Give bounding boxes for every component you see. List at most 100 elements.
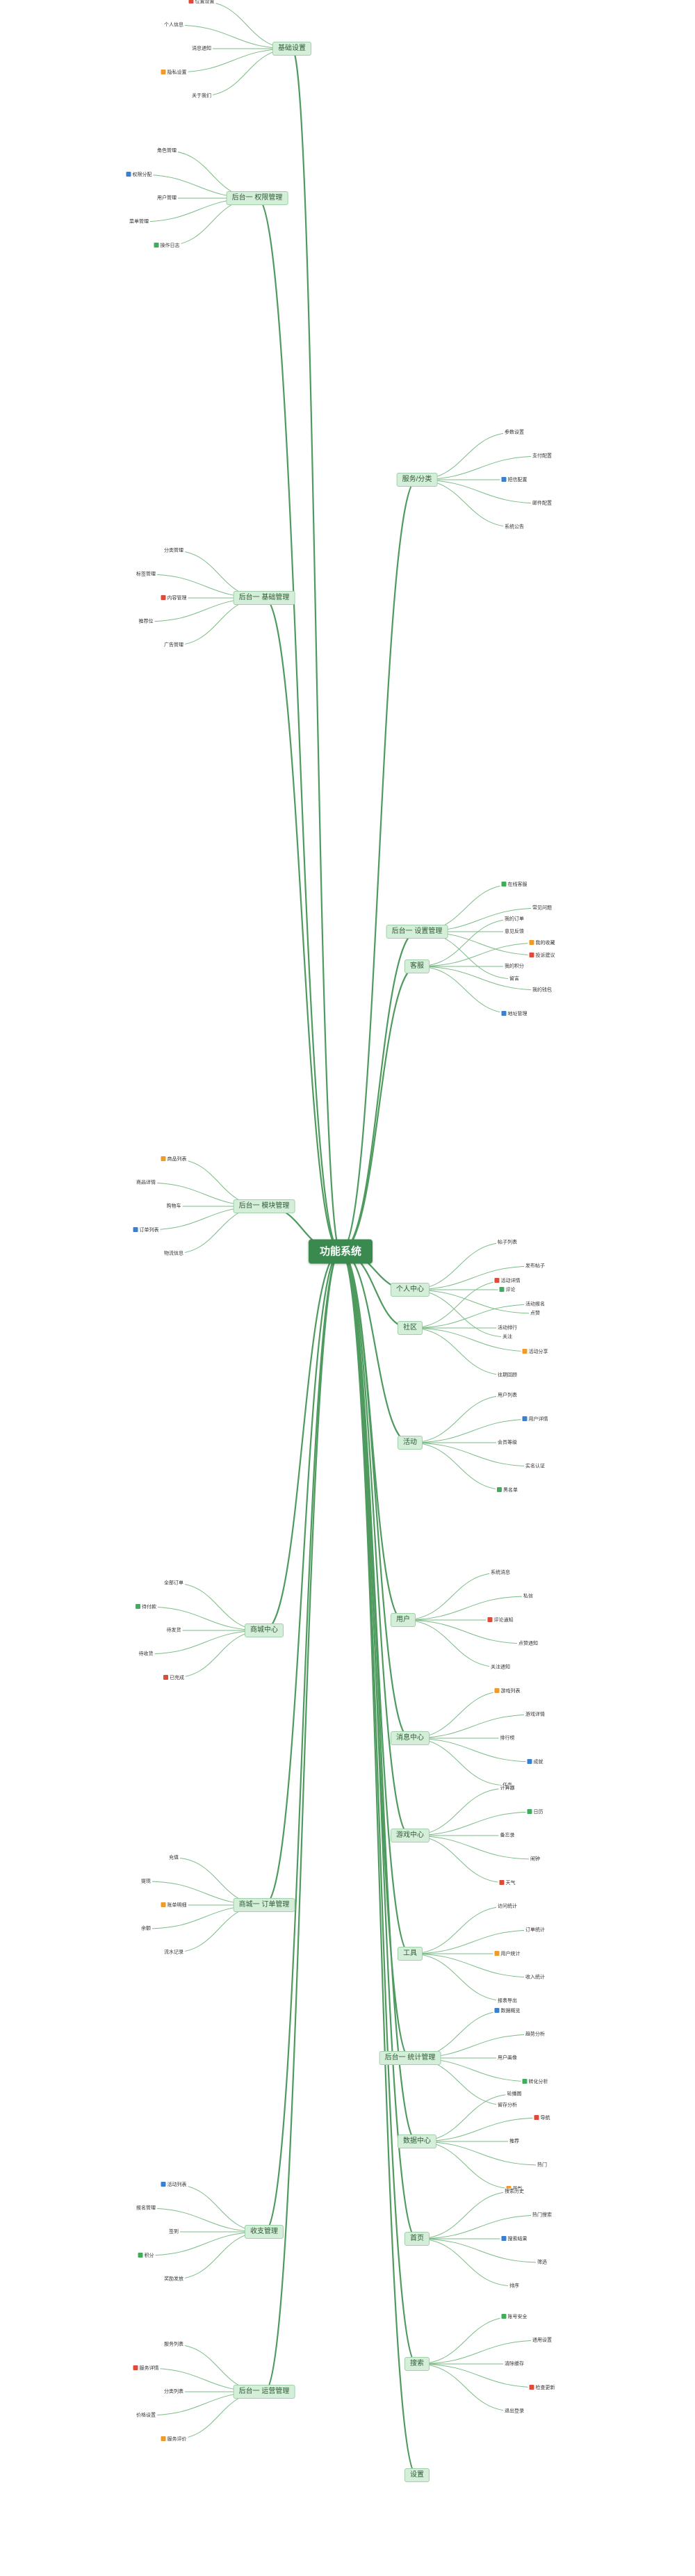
branch-node[interactable]: 后台一 运营管理	[233, 2385, 295, 2399]
leaf-node[interactable]: 导航	[532, 2114, 552, 2121]
branch-node[interactable]: 后台一 设置管理	[386, 925, 448, 939]
branch-node[interactable]: 后台一 基础管理	[233, 591, 295, 605]
leaf-node[interactable]: 待付款	[134, 1603, 158, 1610]
leaf-node[interactable]: 购物车	[165, 1203, 183, 1210]
branch-node[interactable]: 搜索	[404, 2357, 430, 2371]
leaf-node[interactable]: 转化分析	[521, 2078, 550, 2085]
leaf-node[interactable]: 已完成	[162, 1674, 186, 1681]
leaf-node[interactable]: 投诉建议	[528, 952, 557, 959]
leaf-node[interactable]: 留言	[508, 975, 521, 982]
leaf-node[interactable]: 数据概览	[493, 2007, 522, 2014]
leaf-node[interactable]: 热门搜索	[531, 2212, 553, 2219]
leaf-node[interactable]: 用户统计	[493, 1950, 522, 1957]
root-node[interactable]: 功能系统	[308, 1239, 373, 1264]
leaf-node[interactable]: 菜单管理	[128, 218, 150, 225]
leaf-node[interactable]: 用户详情	[521, 1416, 550, 1423]
branch-node[interactable]: 服务/分类	[396, 473, 438, 487]
leaf-node[interactable]: 位置设置	[187, 0, 216, 5]
leaf-node[interactable]: 签到	[167, 2228, 180, 2235]
leaf-node[interactable]: 清除缓存	[503, 2360, 525, 2367]
leaf-node[interactable]: 隐私设置	[159, 69, 188, 76]
leaf-node[interactable]: 筛选	[536, 2259, 548, 2266]
leaf-node[interactable]: 待收货	[137, 1651, 155, 1658]
branch-node[interactable]: 客服	[404, 959, 430, 973]
branch-node[interactable]: 后台一 模块管理	[233, 1199, 295, 1213]
branch-node[interactable]: 商城中心	[245, 1623, 284, 1637]
leaf-node[interactable]: 推荐	[508, 2138, 521, 2145]
leaf-node[interactable]: 系统公告	[503, 524, 525, 530]
branch-node[interactable]: 用户	[391, 1613, 416, 1627]
leaf-node[interactable]: 游戏列表	[493, 1687, 522, 1694]
leaf-node[interactable]: 实名认证	[524, 1463, 546, 1470]
leaf-node[interactable]: 排行榜	[498, 1735, 516, 1742]
leaf-node[interactable]: 参数设置	[503, 429, 525, 436]
leaf-node[interactable]: 热门	[536, 2162, 548, 2169]
leaf-node[interactable]: 提现	[140, 1878, 152, 1885]
leaf-node[interactable]: 关注	[501, 1334, 514, 1340]
leaf-node[interactable]: 活动详情	[493, 1277, 522, 1284]
branch-node[interactable]: 后台一 权限管理	[226, 191, 288, 205]
leaf-node[interactable]: 用户管理	[156, 195, 178, 202]
branch-node[interactable]: 首页	[404, 2232, 430, 2246]
leaf-node[interactable]: 活动报名	[524, 1301, 546, 1308]
leaf-node[interactable]: 私信	[522, 1593, 534, 1600]
leaf-node[interactable]: 帖子列表	[496, 1239, 518, 1246]
leaf-node[interactable]: 余额	[140, 1925, 152, 1932]
leaf-node[interactable]: 订单列表	[131, 1226, 161, 1233]
leaf-node[interactable]: 物流信息	[163, 1250, 185, 1257]
leaf-node[interactable]: 价格设置	[135, 2412, 157, 2419]
leaf-node[interactable]: 发布帖子	[524, 1263, 546, 1270]
branch-node[interactable]: 商城一 订单管理	[233, 1898, 295, 1912]
leaf-node[interactable]: 用户画像	[496, 2055, 518, 2061]
leaf-node[interactable]: 在线客服	[500, 881, 529, 888]
branch-node[interactable]: 后台一 统计管理	[379, 2051, 441, 2065]
leaf-node[interactable]: 报名管理	[135, 2205, 157, 2212]
leaf-node[interactable]: 关于我们	[190, 92, 213, 99]
leaf-node[interactable]: 标签管理	[135, 571, 157, 578]
branch-node[interactable]: 收支管理	[245, 2225, 284, 2239]
leaf-node[interactable]: 收入统计	[524, 1974, 546, 1981]
leaf-node[interactable]: 商品详情	[135, 1179, 157, 1186]
leaf-node[interactable]: 访问统计	[496, 1903, 518, 1910]
leaf-node[interactable]: 活动分享	[521, 1348, 550, 1355]
leaf-node[interactable]: 我的收藏	[528, 939, 557, 946]
leaf-node[interactable]: 系统消息	[489, 1569, 512, 1576]
leaf-node[interactable]: 用户列表	[496, 1392, 518, 1399]
leaf-node[interactable]: 关注通知	[489, 1664, 512, 1671]
leaf-node[interactable]: 地址管理	[500, 1010, 529, 1017]
leaf-node[interactable]: 广告管理	[163, 642, 185, 649]
leaf-node[interactable]: 会员等级	[496, 1439, 518, 1446]
leaf-node[interactable]: 搜索结果	[500, 2235, 529, 2242]
leaf-node[interactable]: 趋势分析	[524, 2031, 546, 2038]
branch-node[interactable]: 消息中心	[391, 1731, 430, 1745]
branch-node[interactable]: 游戏中心	[391, 1829, 430, 1842]
leaf-node[interactable]: 检查更新	[528, 2384, 557, 2391]
leaf-node[interactable]: 黑名单	[496, 1487, 519, 1493]
leaf-node[interactable]: 计算器	[498, 1785, 516, 1792]
leaf-node[interactable]: 积分	[136, 2252, 156, 2259]
leaf-node[interactable]: 点赞通知	[517, 1640, 539, 1647]
leaf-node[interactable]: 我的钱包	[531, 987, 553, 994]
leaf-node[interactable]: 角色管理	[156, 147, 178, 154]
leaf-node[interactable]: 排序	[508, 2283, 521, 2290]
leaf-node[interactable]: 日历	[525, 1808, 545, 1815]
branch-node[interactable]: 个人中心	[391, 1283, 430, 1297]
branch-node[interactable]: 数据中心	[398, 2134, 436, 2148]
leaf-node[interactable]: 服务详情	[131, 2365, 161, 2372]
leaf-node[interactable]: 账号安全	[500, 2313, 529, 2320]
leaf-node[interactable]: 轮播图	[505, 2091, 523, 2098]
leaf-node[interactable]: 评论通知	[486, 1617, 515, 1623]
leaf-node[interactable]: 支付配置	[531, 453, 553, 460]
leaf-node[interactable]: 订单统计	[524, 1927, 546, 1934]
leaf-node[interactable]: 我的积分	[503, 963, 525, 970]
leaf-node[interactable]: 短信配置	[500, 476, 529, 483]
leaf-node[interactable]: 账单明细	[159, 1902, 188, 1909]
leaf-node[interactable]: 点赞	[529, 1310, 541, 1317]
branch-node[interactable]: 工具	[398, 1947, 423, 1961]
leaf-node[interactable]: 服务评价	[159, 2436, 188, 2443]
leaf-node[interactable]: 往期回顾	[496, 1372, 518, 1379]
leaf-node[interactable]: 成就	[525, 1758, 545, 1765]
leaf-node[interactable]: 奖励发放	[163, 2276, 185, 2283]
leaf-node[interactable]: 消息通知	[190, 45, 213, 52]
leaf-node[interactable]: 退出登录	[503, 2408, 525, 2415]
